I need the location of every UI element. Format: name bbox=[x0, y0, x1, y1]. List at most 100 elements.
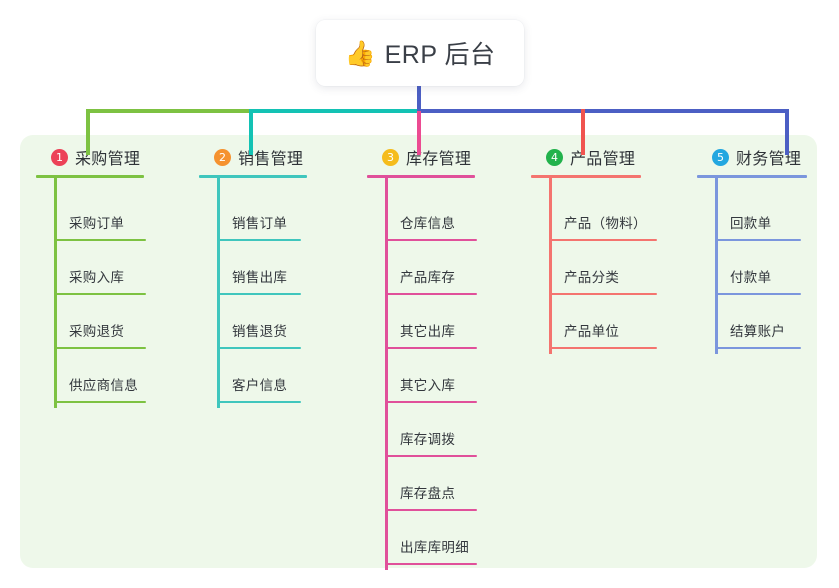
list-item-label: 产品（物料） bbox=[564, 216, 647, 231]
list-item-label: 销售订单 bbox=[232, 216, 288, 231]
column-spine bbox=[715, 178, 718, 354]
list-item[interactable]: 出库库明细 bbox=[367, 511, 477, 565]
list-item[interactable]: 结算账户 bbox=[697, 295, 807, 349]
list-item-label: 产品分类 bbox=[564, 270, 620, 285]
column-spine bbox=[385, 178, 388, 570]
list-item[interactable]: 供应商信息 bbox=[36, 349, 146, 403]
column-title: 财务管理 bbox=[736, 151, 802, 168]
column-number-badge: 2 bbox=[214, 148, 231, 166]
list-item-rule bbox=[385, 293, 477, 295]
list-item-rule bbox=[715, 347, 801, 349]
list-item[interactable]: 仓库信息 bbox=[367, 187, 477, 241]
list-item-rule bbox=[385, 239, 477, 241]
column-items: 采购订单采购入库采购退货供应商信息 bbox=[36, 178, 146, 403]
column-items: 产品（物料） 产品分类产品单位 bbox=[531, 178, 657, 349]
column-header-rule bbox=[697, 175, 807, 178]
list-item-rule bbox=[217, 347, 301, 349]
connector-bus-segment-blue bbox=[417, 109, 785, 113]
connector-drop-5 bbox=[785, 109, 789, 155]
root-node-title: ERP 后台 bbox=[384, 41, 496, 69]
list-item-label: 销售退货 bbox=[232, 324, 288, 339]
connector-bus-segment-teal bbox=[249, 109, 419, 113]
list-item[interactable]: 销售订单 bbox=[199, 187, 307, 241]
list-item-rule bbox=[54, 239, 146, 241]
list-item-label: 结算账户 bbox=[730, 324, 786, 339]
list-item-rule bbox=[715, 293, 801, 295]
list-item-label: 采购订单 bbox=[69, 216, 125, 231]
list-item-rule bbox=[385, 455, 477, 457]
list-item-label: 客户信息 bbox=[232, 378, 288, 393]
list-item[interactable]: 付款单 bbox=[697, 241, 807, 295]
column-1: 1 采购管理采购订单采购入库采购退货供应商信息 bbox=[36, 146, 146, 408]
list-item-label: 仓库信息 bbox=[400, 216, 456, 231]
list-item-rule bbox=[549, 239, 657, 241]
column-header-1[interactable]: 1 采购管理 bbox=[36, 146, 144, 168]
column-title: 销售管理 bbox=[238, 151, 304, 168]
list-item-rule bbox=[385, 509, 477, 511]
list-item-rule bbox=[385, 347, 477, 349]
column-5: 5 财务管理回款单付款单结算账户 bbox=[697, 146, 807, 354]
column-title: 库存管理 bbox=[406, 151, 472, 168]
list-item-label: 出库库明细 bbox=[400, 540, 469, 555]
list-item[interactable]: 采购入库 bbox=[36, 241, 146, 295]
list-item-label: 销售出库 bbox=[232, 270, 288, 285]
column-number-badge: 5 bbox=[712, 148, 729, 166]
list-item-label: 其它入库 bbox=[400, 378, 456, 393]
list-item-rule bbox=[385, 563, 477, 565]
list-item-rule bbox=[217, 293, 301, 295]
root-node-erp-backend[interactable]: 👍 ERP 后台 bbox=[316, 20, 524, 86]
list-item-rule bbox=[549, 293, 657, 295]
list-item-rule bbox=[54, 293, 146, 295]
connector-drop-3 bbox=[417, 109, 421, 155]
list-item-label: 库存盘点 bbox=[400, 486, 456, 501]
column-items: 销售订单销售出库销售退货客户信息 bbox=[199, 178, 307, 403]
list-item-label: 其它出库 bbox=[400, 324, 456, 339]
list-item-rule bbox=[217, 239, 301, 241]
column-header-rule bbox=[531, 175, 641, 178]
column-header-2[interactable]: 2 销售管理 bbox=[199, 146, 307, 168]
list-item-rule bbox=[54, 347, 146, 349]
list-item[interactable]: 采购退货 bbox=[36, 295, 146, 349]
column-items: 回款单付款单结算账户 bbox=[697, 178, 807, 349]
list-item-label: 采购退货 bbox=[69, 324, 125, 339]
list-item[interactable]: 产品库存 bbox=[367, 241, 477, 295]
list-item[interactable]: 库存调拨 bbox=[367, 403, 477, 457]
thumbs-up-icon: 👍 bbox=[344, 39, 376, 68]
list-item[interactable]: 库存盘点 bbox=[367, 457, 477, 511]
column-number-badge: 1 bbox=[51, 148, 68, 166]
list-item[interactable]: 其它出库 bbox=[367, 295, 477, 349]
column-2: 2 销售管理销售订单销售出库销售退货客户信息 bbox=[199, 146, 307, 408]
list-item-label: 产品单位 bbox=[564, 324, 620, 339]
list-item-label: 产品库存 bbox=[400, 270, 456, 285]
list-item-label: 采购入库 bbox=[69, 270, 125, 285]
list-item[interactable]: 销售退货 bbox=[199, 295, 307, 349]
connector-bus-segment-green bbox=[86, 109, 251, 113]
list-item-rule bbox=[54, 401, 146, 403]
list-item-rule bbox=[385, 401, 477, 403]
list-item[interactable]: 产品分类 bbox=[531, 241, 657, 295]
list-item-rule bbox=[217, 401, 301, 403]
list-item[interactable]: 采购订单 bbox=[36, 187, 146, 241]
connector-drop-4 bbox=[581, 109, 585, 155]
list-item[interactable]: 产品（物料） bbox=[531, 187, 657, 241]
connector-drop-2 bbox=[249, 109, 253, 155]
list-item-rule bbox=[549, 347, 657, 349]
column-items: 仓库信息产品库存其它出库其它入库库存调拨库存盘点出库库明细 bbox=[367, 178, 477, 565]
column-header-5[interactable]: 5 财务管理 bbox=[697, 146, 807, 168]
list-item-label: 回款单 bbox=[730, 216, 772, 231]
column-spine bbox=[549, 178, 552, 354]
list-item-label: 供应商信息 bbox=[69, 378, 138, 393]
connector-drop-1 bbox=[86, 109, 90, 155]
column-title: 采购管理 bbox=[75, 151, 141, 168]
list-item[interactable]: 销售出库 bbox=[199, 241, 307, 295]
list-item[interactable]: 客户信息 bbox=[199, 349, 307, 403]
list-item[interactable]: 其它入库 bbox=[367, 349, 477, 403]
list-item-label: 付款单 bbox=[730, 270, 772, 285]
list-item[interactable]: 产品单位 bbox=[531, 295, 657, 349]
list-item[interactable]: 回款单 bbox=[697, 187, 807, 241]
column-header-rule bbox=[367, 175, 475, 178]
